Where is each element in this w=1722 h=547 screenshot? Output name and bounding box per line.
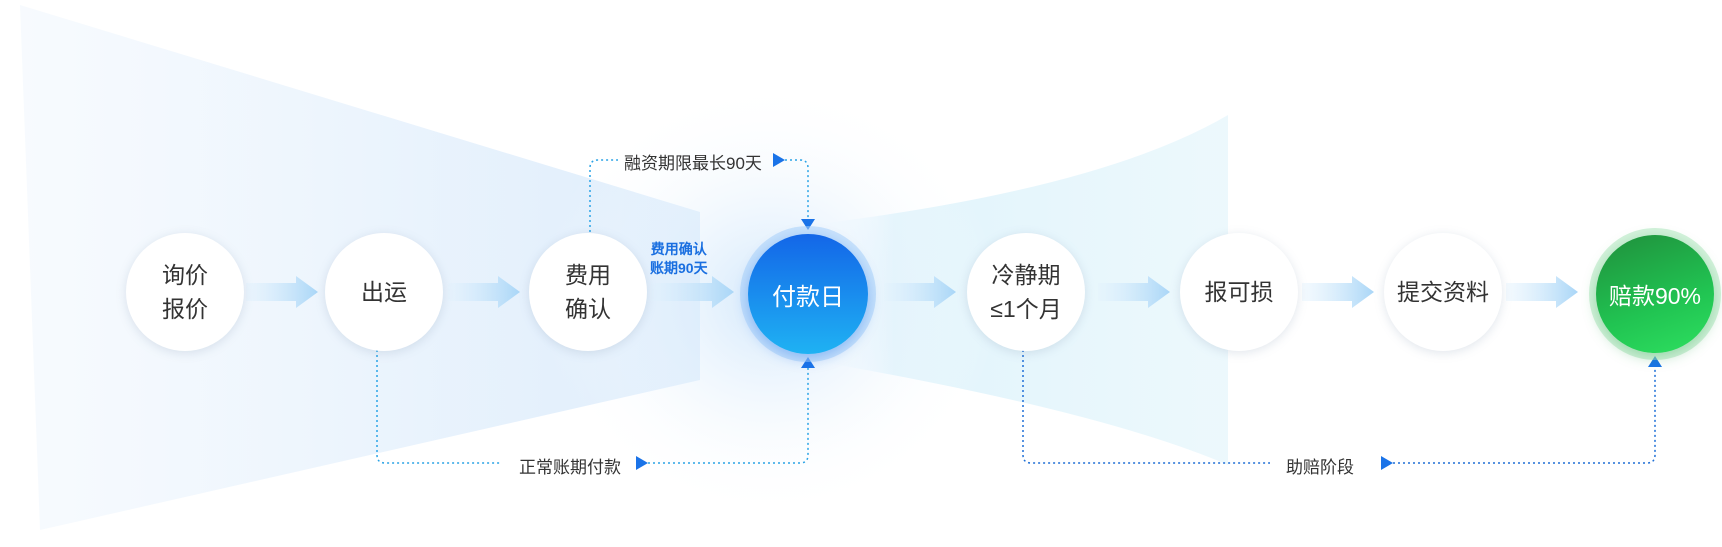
triangle-up-icon bbox=[1648, 356, 1662, 367]
claim-assist-label: 助赔阶段 bbox=[1286, 458, 1354, 477]
normal-term-connector bbox=[376, 350, 809, 464]
node-payment-day-label: 付款日 bbox=[772, 283, 844, 311]
node-shipment-label: 出运 bbox=[361, 279, 407, 305]
node-submit-docs: 提交资料 bbox=[1384, 233, 1502, 351]
node-payout-label: 赔款90% bbox=[1608, 283, 1702, 309]
node-report-loss-label: 报可损 bbox=[1204, 279, 1274, 305]
node-payout: 赔款90% bbox=[1596, 235, 1714, 353]
arrow-right-icon bbox=[1302, 276, 1374, 308]
node-shipment: 出运 bbox=[325, 233, 443, 351]
node-payment-day: 付款日 bbox=[748, 234, 868, 354]
node-submit-docs-label: 提交资料 bbox=[1397, 279, 1489, 305]
node-fee-line2: 确认 bbox=[565, 296, 611, 322]
node-inquiry-quote: 询价 报价 bbox=[126, 233, 244, 351]
arrow-right-icon bbox=[1506, 276, 1578, 308]
triangle-right-icon bbox=[1381, 456, 1393, 470]
node-payout-ring: 赔款90% bbox=[1589, 228, 1721, 360]
triangle-right-icon bbox=[636, 456, 648, 470]
financing-term-connector bbox=[589, 159, 809, 232]
arrow-right-icon bbox=[884, 276, 956, 308]
node-fee-line1: 费用 bbox=[565, 262, 611, 288]
node-report-loss: 报可损 bbox=[1180, 233, 1298, 351]
triangle-down-icon bbox=[801, 219, 815, 230]
arrow-right-icon bbox=[246, 276, 318, 308]
node-inquiry-line2: 报价 bbox=[162, 296, 208, 322]
node-cooling-line2: ≤1个月 bbox=[990, 296, 1062, 322]
triangle-up-icon bbox=[801, 357, 815, 368]
fee-note-line1: 费用确认 bbox=[650, 241, 707, 257]
flow-arrows bbox=[246, 276, 1578, 308]
financing-term-label: 融资期限最长90天 bbox=[624, 154, 762, 173]
normal-term-label: 正常账期付款 bbox=[519, 458, 621, 477]
claim-assist-connector bbox=[1022, 350, 1656, 464]
fee-note-line2: 账期90天 bbox=[650, 260, 708, 276]
fee-note: 费用确认 账期90天 bbox=[650, 240, 708, 278]
triangle-right-icon bbox=[773, 153, 785, 167]
node-inquiry-line1: 询价 bbox=[162, 262, 208, 288]
arrow-right-icon bbox=[448, 276, 520, 308]
node-cooling-period: 冷静期 ≤1个月 bbox=[967, 233, 1085, 351]
node-fee-confirm: 费用 确认 bbox=[529, 233, 647, 351]
arrow-right-icon bbox=[1098, 276, 1170, 308]
node-payment-day-ring: 付款日 bbox=[740, 226, 876, 362]
arrow-right-icon bbox=[650, 276, 734, 308]
node-cooling-line1: 冷静期 bbox=[991, 262, 1061, 288]
